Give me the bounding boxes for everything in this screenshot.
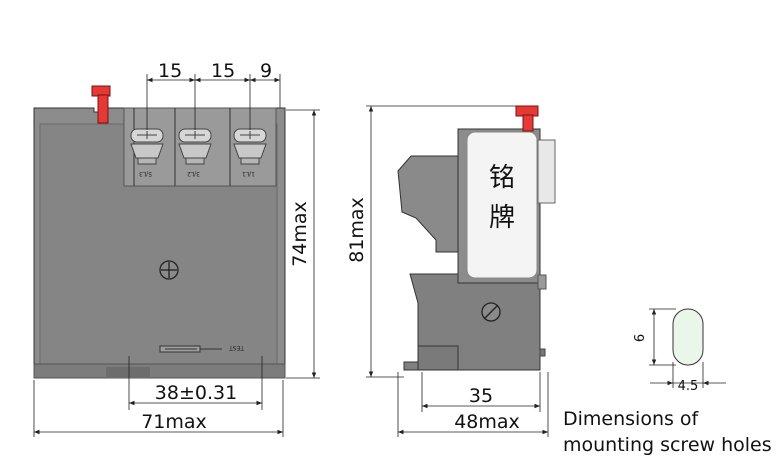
nameplate-char-1: 铭 xyxy=(489,163,515,193)
dim-hole-width: 4.5 xyxy=(678,379,699,394)
dim-side-mount: 35 xyxy=(469,385,493,407)
front-view: 5/L3 3/L2 1/L1 xyxy=(33,85,286,379)
terminal-label: 1/L1 xyxy=(242,170,255,177)
terminal-label: 5/L3 xyxy=(139,170,152,177)
nameplate: 铭 牌 xyxy=(466,131,538,279)
terminal-screw: 1/L1 xyxy=(233,128,267,177)
terminal-screw: 5/L3 xyxy=(130,128,164,177)
dim-pitch-3: 9 xyxy=(260,60,272,82)
side-dimensions: 81max 35 48max xyxy=(346,105,549,437)
test-label: TEST xyxy=(229,344,245,351)
nameplate-char-2: 牌 xyxy=(489,203,515,233)
dim-side-height: 81max xyxy=(346,197,368,263)
dim-pitch-2: 15 xyxy=(211,60,235,82)
reset-button xyxy=(91,85,111,124)
terminal-screw: 3/L2 xyxy=(178,128,212,177)
dim-pitch-1: 15 xyxy=(158,60,182,82)
adjustment-screw-side-icon xyxy=(481,302,501,322)
mounting-hole-detail: 6 4.5 xyxy=(633,308,726,394)
dim-height: 74max xyxy=(289,201,311,267)
adjustment-screw-icon xyxy=(159,260,179,280)
caption-line-1: Dimensions of xyxy=(563,408,700,430)
dim-side-depth: 48max xyxy=(454,411,520,433)
dim-width: 71max xyxy=(141,411,207,433)
front-dimensions: 15 15 9 74max 38±0.31 71max xyxy=(33,60,320,437)
caption-line-2: mounting screw holes xyxy=(563,434,772,456)
test-lever: TEST xyxy=(159,344,245,353)
dim-mount-spacing: 38±0.31 xyxy=(155,382,237,404)
side-view: 铭 牌 xyxy=(397,105,556,371)
terminal-label: 3/L2 xyxy=(187,170,200,177)
dim-hole-height: 6 xyxy=(633,334,648,342)
reset-button-side xyxy=(515,105,539,132)
